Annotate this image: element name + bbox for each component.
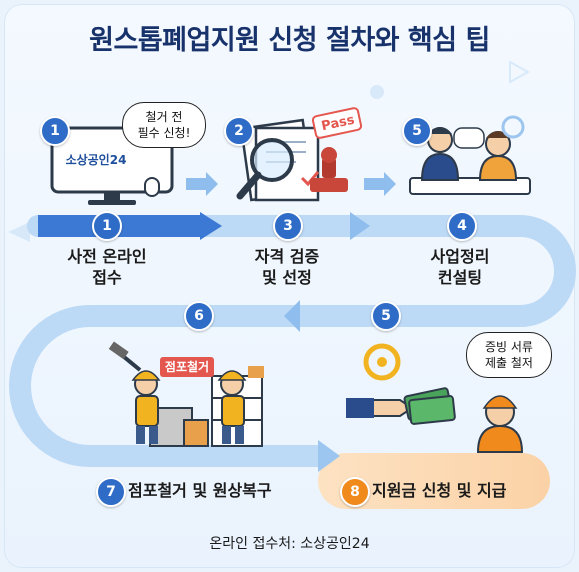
- clerk-person-icon: [476, 395, 524, 453]
- demolition-sign-text: 점포철거: [164, 360, 210, 374]
- pass-stamp-icon: [310, 107, 363, 192]
- step-badge-5: 5: [371, 301, 401, 331]
- step-label-7: 점포철거 및 원상복구: [128, 481, 272, 500]
- step-label-3: 자격 검증 및 선정: [254, 247, 320, 287]
- prior-notice-bubble: 철거 전 필수 신청!: [122, 102, 206, 148]
- consultation-people-icon: [409, 115, 531, 195]
- workers-demolition-icon: [108, 341, 264, 447]
- documents-bubble: 증빙 서류 제출 철저: [466, 332, 552, 378]
- arrow-right-icon: [186, 172, 218, 196]
- step-badge-3: 3: [273, 211, 303, 241]
- step-label-8: 지원금 신청 및 지급: [372, 481, 507, 500]
- top-badge-1: 1: [40, 116, 70, 146]
- step-badge-7: 7: [96, 477, 126, 507]
- monitor-brand-text: 소상공인24: [65, 153, 127, 167]
- step-badge-8: 8: [340, 477, 370, 507]
- top-badge-2: 2: [224, 116, 254, 146]
- page-title: 원스톱폐업지원 신청 절차와 핵심 팁: [89, 25, 490, 56]
- step-label-4: 사업정리 컨설팅: [430, 247, 490, 287]
- step-badge-6: 6: [184, 301, 214, 331]
- arrow-right-icon: [364, 172, 396, 196]
- process-path: [9, 212, 576, 509]
- step-badge-4: 4: [447, 211, 477, 241]
- step-label-1: 사전 온라인 접수: [67, 247, 147, 287]
- top-badge-5: 5: [402, 116, 432, 146]
- magnifier-documents-icon: [236, 118, 320, 202]
- money-handover-icon: [346, 343, 456, 425]
- computer-monitor-icon: [50, 126, 174, 205]
- step-badge-1: 1: [92, 211, 122, 241]
- footer-online-office: 온라인 접수처: 소상공인24: [209, 536, 370, 552]
